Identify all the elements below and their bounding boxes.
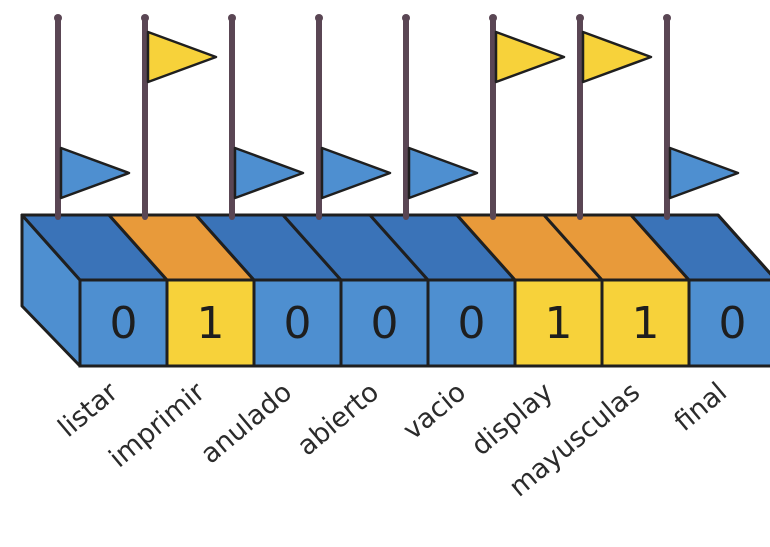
pole-cap-mayusculas (576, 14, 584, 22)
bit-value-final: 0 (719, 298, 747, 349)
block-face-display (513, 278, 604, 368)
block-face-mayusculas (600, 278, 691, 368)
flag-listar (59, 146, 131, 200)
block-face-vacio (426, 278, 517, 368)
bit-value-imprimir: 1 (197, 298, 225, 349)
flag-mayusculas (581, 30, 653, 84)
bit-value-vacio: 0 (458, 298, 486, 349)
bit-value-listar: 0 (110, 298, 138, 349)
bit-value-display: 1 (545, 298, 573, 349)
flag-vacio (407, 146, 479, 200)
bit-label-anulado: anulado (195, 377, 298, 470)
bit-label-final: final (669, 377, 733, 438)
pole-cap-imprimir (141, 14, 149, 22)
flag-final (668, 146, 740, 200)
flag-display (494, 30, 566, 84)
flag-anulado (233, 146, 305, 200)
block-top-final (629, 213, 770, 282)
bit-value-abierto: 0 (371, 298, 399, 349)
bit-blocks-row: 0 1 0 0 0 1 1 0 (20, 213, 770, 368)
pole-cap-vacio (402, 14, 410, 22)
bit-label-abierto: abierto (292, 377, 385, 462)
pole-cap-display (489, 14, 497, 22)
bit-value-mayusculas: 1 (632, 298, 660, 349)
block-right-end (716, 214, 770, 276)
pole-cap-anulado (228, 14, 236, 22)
pole-cap-final (663, 14, 671, 22)
bit-value-anulado: 0 (284, 298, 312, 349)
flag-abierto (320, 146, 392, 200)
pole-cap-abierto (315, 14, 323, 22)
block-face-final (687, 278, 770, 368)
pole-cap-listar (54, 14, 62, 22)
block-face-abierto (339, 278, 430, 368)
flag-imprimir (146, 30, 218, 84)
block-face-listar (78, 278, 169, 368)
bit-label-imprimir: imprimir (103, 376, 211, 474)
bit-label-vacio: vacio (397, 377, 472, 447)
flag-poles (54, 14, 740, 220)
bit-label-listar: listar (53, 376, 125, 444)
